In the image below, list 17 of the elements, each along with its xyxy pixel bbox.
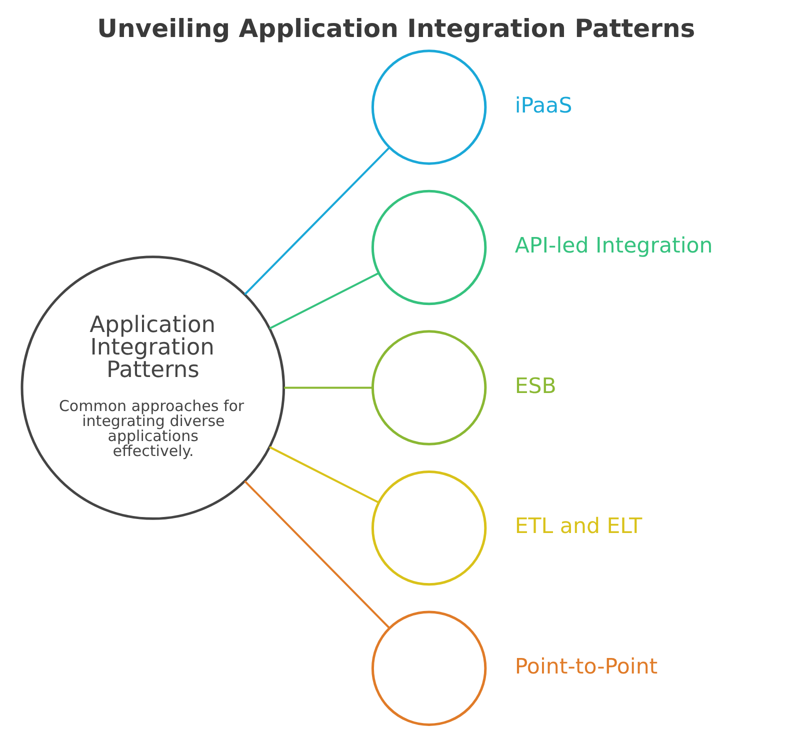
node-circle [370, 50, 486, 165]
node-label: iPaaS [514, 93, 572, 118]
connector [268, 446, 379, 504]
node-label: Point-to-Point [514, 654, 658, 680]
node-circle [370, 470, 486, 586]
node-label: ESB [514, 374, 556, 399]
diagram-title: Unveiling Application Integration Patterns [96, 14, 695, 44]
connector [244, 480, 390, 629]
node-circle: Application Integration Patterns Common approaches for integrating diverse applications effectively. [20, 256, 285, 520]
connector [284, 386, 372, 389]
node-label: ETL and ELT [514, 514, 642, 540]
connector [244, 146, 390, 296]
node-label: API-led Integration [514, 234, 712, 259]
node-circle [370, 330, 486, 446]
node-circle [370, 610, 486, 726]
node-circle [370, 190, 486, 306]
connector [268, 272, 379, 330]
